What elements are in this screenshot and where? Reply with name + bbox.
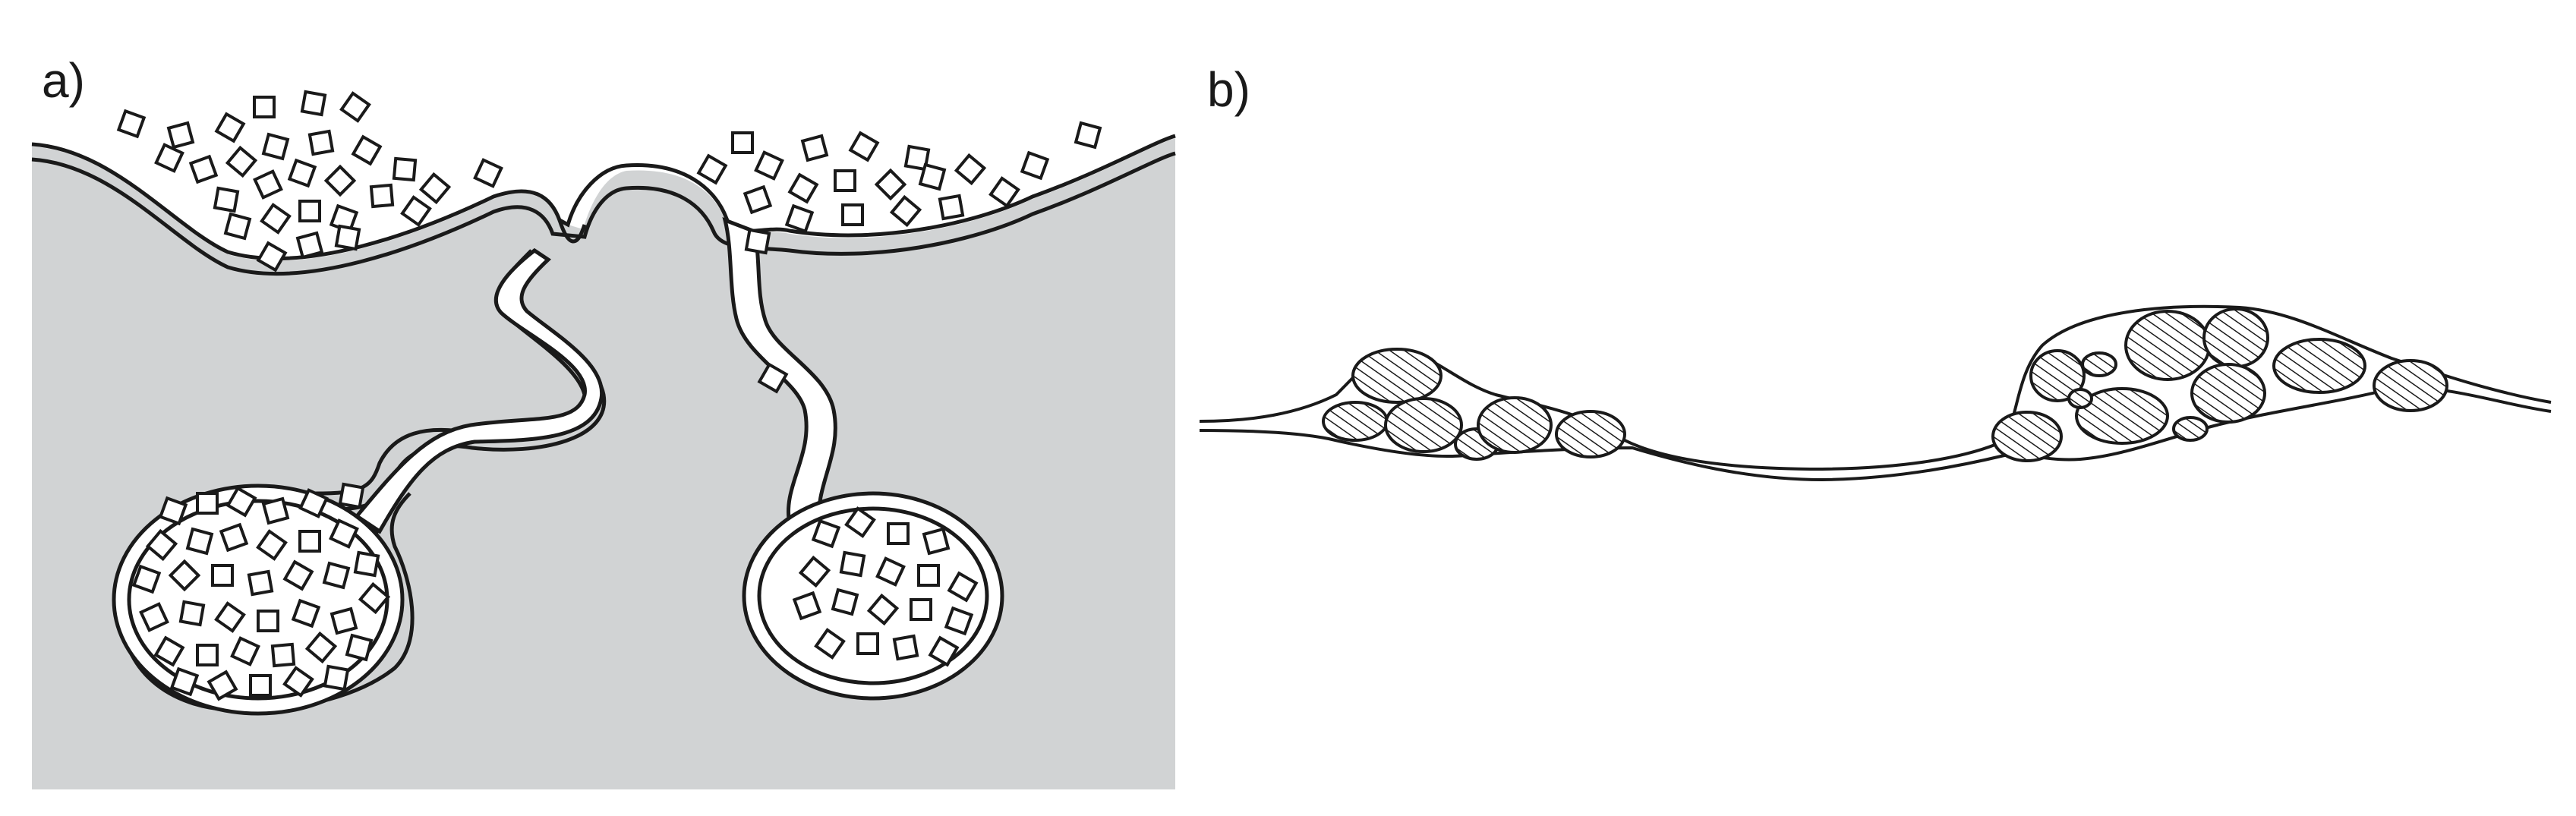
panel-b — [1199, 304, 2552, 482]
cell-outline-lower — [1199, 386, 2552, 482]
plasma-membrane-inner — [31, 151, 1176, 276]
hatched-granules-left — [1322, 348, 1626, 461]
plasma-membrane-outer — [31, 134, 1176, 261]
membrane-notch — [557, 219, 587, 244]
left-vesicle-neck — [354, 247, 604, 534]
left-vesicle-outer — [112, 484, 405, 716]
right-vesicle-inner — [757, 506, 989, 685]
panel-label-a: a) — [42, 53, 85, 108]
hatched-granules-right — [1991, 307, 2448, 462]
granules — [116, 90, 1102, 701]
panel-a — [31, 90, 1176, 789]
panel-label-b: b) — [1207, 62, 1250, 117]
